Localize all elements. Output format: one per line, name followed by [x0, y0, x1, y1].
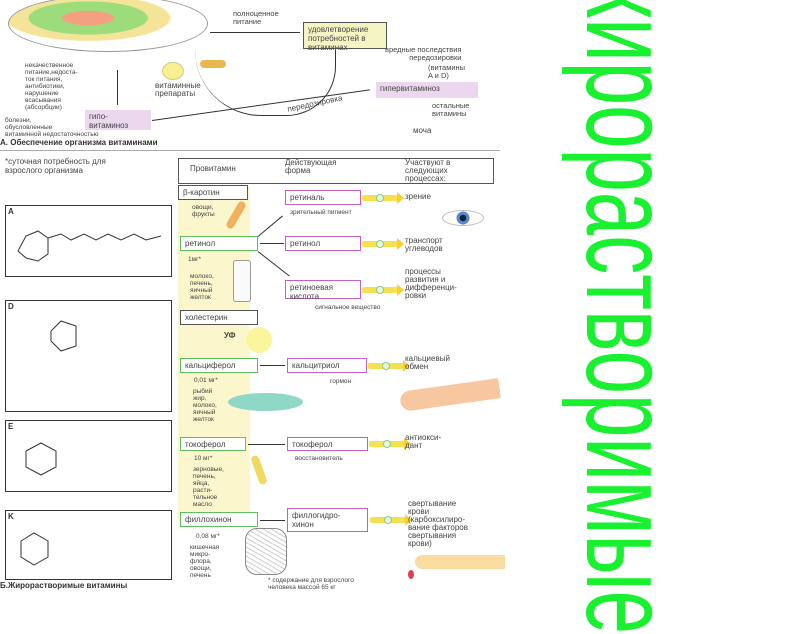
process-arrow	[362, 238, 404, 250]
process-label: транспорт углеводов	[405, 236, 443, 253]
arrow	[260, 520, 285, 521]
sources-label: молоко, печень, яичный желток	[190, 273, 214, 301]
retinol-form-box: ретинол	[285, 236, 361, 251]
part-b-title: Б.Жирорастворимые витамины	[0, 581, 128, 590]
arrow	[210, 32, 300, 33]
process-arrow	[362, 192, 404, 204]
retinoic-acid-box: ретиноевая кислота	[285, 280, 361, 301]
structure-a: A	[5, 205, 172, 277]
process-label: антиокси- дант	[405, 433, 442, 450]
hypervitaminosis-box: гипервитаминоз	[376, 82, 478, 98]
part-a-title: А. Обеспечение организма витаминами	[0, 138, 158, 147]
daily-requirement-note: *суточная потребность для взрослого орга…	[5, 157, 106, 175]
arm-image	[399, 378, 501, 412]
dose-label: 0,01 мг*	[194, 377, 218, 384]
header-box	[178, 158, 494, 184]
cholesterol-box: холестерин	[180, 310, 258, 325]
arrow	[117, 70, 118, 105]
calciferol-box: кальциферол	[180, 358, 258, 373]
eye-image	[442, 210, 484, 226]
note-label: зрительный пигмент	[290, 209, 352, 216]
tocopherol-form-box: токоферол	[287, 437, 368, 451]
arrow	[260, 243, 284, 244]
process-label: процессы развития и дифференци- ровки	[405, 267, 457, 300]
diseases-label: болезни, обусловленные витаминной недост…	[5, 117, 99, 138]
note-label: восстановитель	[295, 455, 343, 462]
retinol-box: ретинол	[180, 236, 258, 251]
phylloquinone-box: филлохинон	[180, 512, 258, 527]
phylloquinone-structure	[20, 532, 49, 566]
dose-label: 10 мг*	[194, 455, 213, 462]
retinol-structure	[17, 230, 162, 262]
sources-label: овощи, фрукты	[192, 204, 215, 218]
sources-label: рыбий жир, молоко, яичный желток	[193, 388, 217, 423]
structure-d: D	[5, 300, 172, 412]
arrow	[260, 365, 285, 366]
note-label: гормон	[330, 378, 352, 385]
tocopherol-box: токоферол	[180, 437, 246, 451]
divider	[0, 150, 500, 151]
header-processes: Участвуют в следующих процессах:	[405, 158, 451, 183]
note-label: сигнальное вещество	[315, 304, 381, 311]
header-active-form: Действующая форма	[285, 158, 337, 175]
process-label: кальциевый обмен	[405, 354, 450, 371]
dose-label: 1мг*	[188, 256, 201, 263]
other-vitamins-label: остальные витамины	[432, 101, 470, 118]
footnote: * содержание для взрослого человека масс…	[268, 577, 354, 591]
harmful-effects-label: вредные последствия передозировки	[385, 45, 462, 62]
satisfaction-box: удовлетворение потребностей в витаминах	[303, 22, 387, 52]
vitamin-letter: D	[8, 302, 14, 311]
curve-arrow	[195, 50, 336, 116]
intestine-image	[245, 528, 287, 575]
vitamin-letter: E	[8, 422, 14, 431]
process-label: зрение	[405, 192, 431, 201]
finger-image	[415, 555, 505, 569]
process-arrow	[368, 360, 410, 372]
tocopherol-structure	[25, 442, 57, 476]
beta-carotene-box: β-каротин	[178, 185, 248, 200]
calcitriol-box: кальцитриол	[287, 358, 367, 373]
structure-k: K	[5, 510, 172, 580]
dose-label: 0,08 мг*	[196, 533, 220, 540]
arrow	[257, 215, 283, 237]
pills-image	[162, 62, 184, 80]
vitamin-preparations-label: витаминные препараты	[155, 81, 201, 98]
milk-bottle-image	[233, 260, 251, 302]
arrow	[257, 251, 290, 277]
structure-e: E	[5, 420, 172, 492]
phyllohydroquinone-box: филлогидро- хинон	[287, 508, 368, 532]
process-label: свертывание крови (карбоксилиро- вание ф…	[408, 499, 468, 548]
process-arrow	[362, 284, 404, 296]
food-plate-image	[8, 0, 208, 52]
vitamin-letter: A	[8, 207, 14, 216]
full-nutrition-label: полноценное питание	[233, 9, 279, 26]
calciferol-structure	[50, 320, 77, 352]
sources-label: кишечная микро- флора, овощи, печень	[190, 544, 220, 579]
process-arrow	[369, 438, 411, 450]
fish-image	[228, 393, 303, 411]
uv-label: УФ	[224, 331, 236, 340]
vitamin-letter: K	[8, 512, 14, 521]
blood-drop-icon	[408, 570, 414, 579]
sources-label: зерновые, печень, яйца, расти- тельное м…	[193, 466, 224, 508]
process-arrow	[370, 514, 412, 526]
hypovitaminosis-box: гипо- витаминоз	[85, 110, 151, 130]
poor-nutrition-label: некачественное питание,недоста- ток пита…	[25, 62, 78, 111]
header-provitamin: Провитамин	[190, 164, 236, 173]
grain-image	[250, 454, 268, 486]
vitamins-ad-label: (витамины A и D)	[428, 63, 466, 80]
sun-icon	[246, 327, 272, 353]
arrow	[248, 444, 285, 445]
side-title: жирорастворимые	[560, 0, 697, 634]
urine-label: моча	[413, 126, 432, 135]
retinal-box: ретиналь	[285, 190, 361, 205]
